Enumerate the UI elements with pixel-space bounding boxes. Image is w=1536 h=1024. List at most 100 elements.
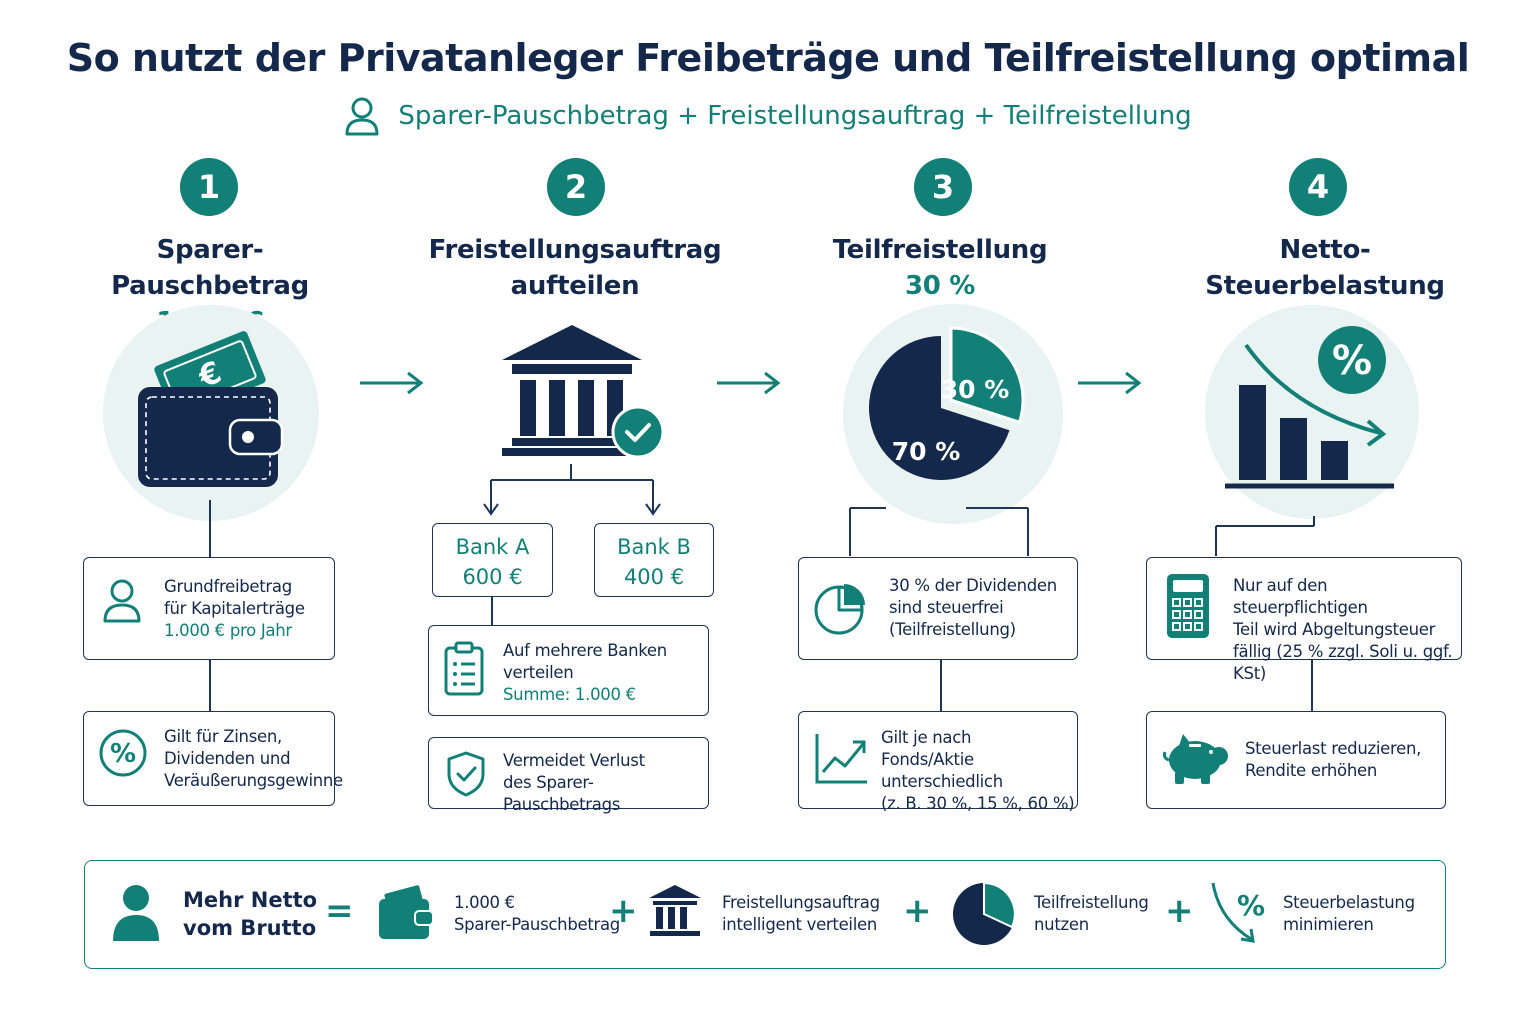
step-3-box-2: Gilt je nach Fonds/Aktie unterschiedlich… xyxy=(798,711,1078,813)
summary-item-2-line1: Freistellungsauftrag xyxy=(722,893,880,912)
step-2-box-1-line-2: verteilen xyxy=(503,663,574,682)
calculator-icon xyxy=(1167,574,1209,638)
step-3-box-2-line-3: (z. B. 30 %, 15 %, 60 %) xyxy=(881,794,1075,813)
summary-item-3-line2: nutzen xyxy=(1034,915,1089,934)
summary-item-1-line2: Sparer-Pauschbetrag xyxy=(454,915,620,934)
step-4-box-2: Steuerlast reduzieren, Rendite erhöhen xyxy=(1146,711,1446,809)
bank-a-amount: 600 € xyxy=(462,565,523,589)
bank-a-box: Bank A 600 € xyxy=(432,523,553,597)
plus-sign: + xyxy=(903,891,932,931)
piggy-bank-icon xyxy=(1163,734,1228,784)
step-2-box-2-line-2: des Sparer-Pauschbetrags xyxy=(503,773,621,814)
pie-label-taxed: 70 % xyxy=(892,437,961,466)
step-3-box-2-line-2: Fonds/Aktie unterschiedlich xyxy=(881,750,1003,791)
pie-slice-free xyxy=(949,326,1025,425)
step-1-box-1-line-1: Grundfreibetrag xyxy=(164,577,292,596)
summary-item-3: Teilfreistellung nutzen xyxy=(1034,892,1149,936)
summary-headline-line1: Mehr Netto xyxy=(183,888,318,912)
step-3-box-1-line-1: 30 % der Dividenden xyxy=(889,576,1057,595)
step-4-box-1: Nur auf den steuerpflichtigen Teil wird … xyxy=(1146,557,1462,683)
step-3-number: 3 xyxy=(914,158,972,216)
step-2-title: Freistellungsauftrag aufteilen xyxy=(420,232,730,304)
step-4-box-1-line-3: fällig (25 % zzgl. Soli u. ggf. KSt) xyxy=(1233,642,1453,683)
step-2-box-1: Auf mehrere Banken verteilen Summe: 1.00… xyxy=(428,625,709,716)
summary-bar: Mehr Netto vom Brutto = 1.000 € Sparer-P… xyxy=(84,860,1446,969)
summary-item-3-line1: Teilfreistellung xyxy=(1034,893,1149,912)
step-4-box-1-line-1: Nur auf den steuerpflichtigen xyxy=(1233,576,1368,617)
bank-a-name: Bank A xyxy=(455,535,530,559)
step-1-box-2: % Gilt für Zinsen, Dividenden und Veräuß… xyxy=(83,711,343,806)
arrow-right-icon xyxy=(1078,371,1142,395)
arrow-right-icon xyxy=(717,371,781,395)
step-4-connector xyxy=(1215,516,1315,556)
pie-chart-icon xyxy=(953,881,1016,945)
user-icon xyxy=(103,579,141,623)
step-2-title-line2: aufteilen xyxy=(510,271,640,301)
user-icon xyxy=(113,885,159,941)
svg-text:%: % xyxy=(110,739,136,769)
step-2-box-2-line-1: Vermeidet Verlust xyxy=(503,751,645,770)
pie-slice-taxed xyxy=(869,336,1010,480)
percent-badge-icon: % xyxy=(1332,338,1372,384)
step-4-number: 4 xyxy=(1289,158,1347,216)
summary-item-4-line1: Steuerbelastung xyxy=(1283,893,1415,912)
summary-item-1-line1: 1.000 € xyxy=(454,893,515,912)
bar-chart-down-icon: % xyxy=(1225,326,1394,489)
page-title: So nutzt der Privatanleger Freibeträge u… xyxy=(66,36,1470,80)
step-2-number: 2 xyxy=(547,158,605,216)
plus-sign: + xyxy=(1165,891,1194,931)
check-badge-icon xyxy=(611,405,665,459)
arrow-right-icon xyxy=(360,371,424,395)
step-1-box-1-line-2: für Kapitalerträge xyxy=(164,599,305,618)
summary-headline: Mehr Netto vom Brutto xyxy=(183,886,317,942)
pie-chart-icon: 30 % 70 % xyxy=(869,326,1025,480)
pie-chart-icon xyxy=(814,584,865,635)
merge-connector xyxy=(849,507,1029,556)
step-1-box-2-line-2: Dividenden und xyxy=(164,749,291,768)
summary-headline-line2: vom Brutto xyxy=(183,916,317,940)
split-connector xyxy=(483,464,661,516)
wallet-icon xyxy=(379,885,434,939)
summary-item-2: Freistellungsauftrag intelligent verteil… xyxy=(722,892,880,936)
bank-icon xyxy=(649,885,701,936)
step-2-box-1-highlight: Summe: 1.000 € xyxy=(503,685,636,704)
shield-check-icon xyxy=(447,751,485,797)
step-1-box-2-line-1: Gilt für Zinsen, xyxy=(164,727,282,746)
percent-symbol: % xyxy=(1237,889,1265,922)
bank-b-amount: 400 € xyxy=(623,565,685,589)
bank-b-box: Bank B 400 € xyxy=(594,523,714,597)
step-3-box-1: 30 % der Dividenden sind steuerfrei (Tei… xyxy=(798,557,1078,660)
summary-item-4: Steuerbelastung minimieren xyxy=(1283,892,1415,936)
trend-up-icon xyxy=(815,734,867,784)
subtitle: Sparer-Pauschbetrag + Freistellungsauftr… xyxy=(398,101,1192,131)
step-4-title: Netto-Steuerbelastung xyxy=(1170,232,1480,304)
step-4-title-text: Netto-Steuerbelastung xyxy=(1205,235,1445,301)
subtitle-row: Sparer-Pauschbetrag + Freistellungsauftr… xyxy=(0,96,1536,136)
step-2-title-line1: Freistellungsauftrag xyxy=(428,235,722,265)
summary-item-1: 1.000 € Sparer-Pauschbetrag xyxy=(454,892,620,936)
step-1-box-2-line-3: Veräußerungsgewinne xyxy=(164,771,343,790)
bank-icon xyxy=(502,325,642,456)
bank-b-name: Bank B xyxy=(617,535,691,559)
user-icon xyxy=(345,97,379,136)
wallet-icon: € xyxy=(138,331,284,487)
summary-item-4-line2: minimieren xyxy=(1283,915,1374,934)
summary-item-2-line2: intelligent verteilen xyxy=(722,915,878,934)
pie-label-free: 30 % xyxy=(941,375,1010,404)
step-3-title: Teilfreistellung 30 % xyxy=(790,232,1090,304)
step-1-box-1-highlight: 1.000 € pro Jahr xyxy=(164,621,292,640)
plus-sign: + xyxy=(609,891,638,931)
step-2-box-2: Vermeidet Verlust des Sparer-Pauschbetra… xyxy=(428,737,709,814)
step-1-box-1: Grundfreibetrag für Kapitalerträge 1.000… xyxy=(83,557,335,660)
step-3-value: 30 % xyxy=(904,271,976,301)
step-2-box-1-line-1: Auf mehrere Banken xyxy=(503,641,667,660)
step-1-number: 1 xyxy=(180,158,238,216)
step-3-box-1-line-2: sind steuerfrei xyxy=(889,598,1004,617)
step-4-box-2-line-1: Steuerlast reduzieren, xyxy=(1245,739,1422,758)
step-3-title-text: Teilfreistellung xyxy=(832,235,1048,265)
step-3-box-2-line-1: Gilt je nach xyxy=(881,728,972,747)
step-4-box-2-line-2: Rendite erhöhen xyxy=(1245,761,1378,780)
step-4-box-1-line-2: Teil wird Abgeltungsteuer xyxy=(1233,620,1436,639)
clipboard-icon xyxy=(444,641,484,696)
percent-down-icon: % xyxy=(1211,882,1265,943)
